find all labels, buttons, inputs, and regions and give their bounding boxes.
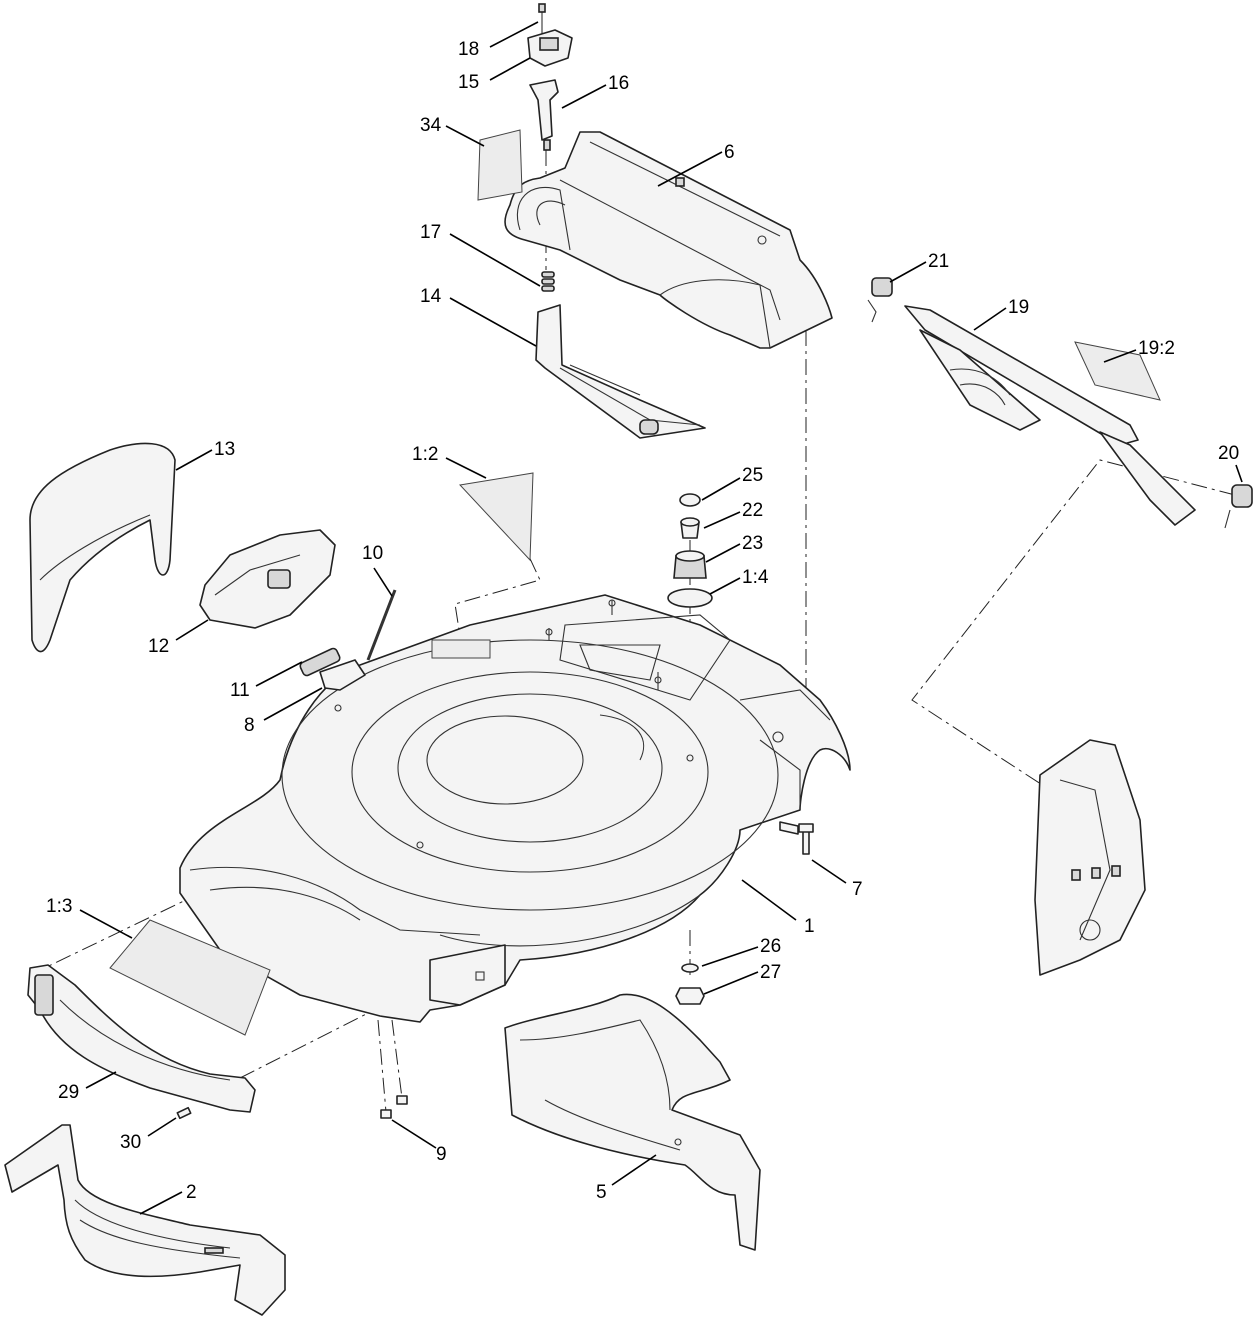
callout-19-2: 19:2 bbox=[1138, 338, 1175, 359]
washer-1-4 bbox=[667, 588, 713, 608]
rear-bumper-2 bbox=[4, 1124, 286, 1316]
callout-15: 15 bbox=[458, 72, 479, 93]
callout-1-3: 1:3 bbox=[46, 896, 72, 917]
bag-frame-detail bbox=[1034, 739, 1146, 976]
callout-1: 1 bbox=[804, 916, 815, 937]
mower-deck bbox=[179, 594, 851, 1023]
callout-8: 8 bbox=[244, 715, 255, 736]
gear-23 bbox=[673, 550, 707, 579]
callout-27: 27 bbox=[760, 962, 781, 983]
decal-34 bbox=[477, 129, 523, 201]
nut-27 bbox=[675, 987, 705, 1005]
callout-9: 9 bbox=[436, 1144, 447, 1165]
callout-11: 11 bbox=[230, 680, 250, 701]
bag-holder-14 bbox=[535, 304, 706, 439]
callout-23: 23 bbox=[742, 533, 763, 554]
callout-16: 16 bbox=[608, 73, 629, 94]
decal-1-3 bbox=[109, 919, 271, 1036]
callout-14: 14 bbox=[420, 286, 442, 307]
callout-20: 20 bbox=[1218, 443, 1239, 464]
washer-25 bbox=[679, 493, 701, 507]
callout-34: 34 bbox=[420, 115, 442, 136]
callout-labels: 18 15 16 34 6 17 14 21 19 19:2 20 13 1:2… bbox=[46, 39, 1239, 1203]
callout-13: 13 bbox=[214, 439, 235, 460]
decal-1-2 bbox=[458, 472, 534, 562]
callout-5: 5 bbox=[596, 1182, 607, 1203]
callout-6: 6 bbox=[724, 142, 735, 163]
bracket-12 bbox=[199, 529, 336, 629]
callout-12: 12 bbox=[148, 636, 169, 657]
front-bumper-29 bbox=[27, 964, 256, 1113]
callout-1-2: 1:2 bbox=[412, 444, 438, 465]
screw-9b bbox=[396, 1095, 408, 1105]
washer-26 bbox=[681, 963, 699, 973]
knob-assembly bbox=[527, 3, 573, 151]
spring-20 bbox=[1224, 484, 1253, 529]
callout-18: 18 bbox=[458, 39, 479, 60]
handle-bracket-19 bbox=[904, 305, 1196, 526]
spring-11 bbox=[299, 647, 341, 677]
callout-22: 22 bbox=[742, 500, 763, 521]
discharge-chute-5 bbox=[504, 993, 761, 1251]
callout-26: 26 bbox=[760, 936, 781, 957]
spring-17 bbox=[541, 271, 555, 292]
rod-10 bbox=[366, 589, 397, 661]
bushing-22 bbox=[680, 517, 700, 539]
callout-21: 21 bbox=[928, 251, 949, 272]
callout-7: 7 bbox=[852, 879, 863, 900]
screw-9a bbox=[380, 1109, 392, 1119]
callout-10: 10 bbox=[362, 543, 383, 564]
callout-30: 30 bbox=[120, 1132, 141, 1153]
callout-29: 29 bbox=[58, 1082, 79, 1103]
screw-30 bbox=[176, 1106, 192, 1120]
spring-21 bbox=[867, 277, 893, 323]
decal-19-2 bbox=[1074, 341, 1161, 401]
bracket-8 bbox=[319, 659, 366, 691]
callout-17: 17 bbox=[420, 222, 441, 243]
leader-lines bbox=[79, 21, 1243, 1215]
bolt-7 bbox=[779, 821, 814, 855]
callout-25: 25 bbox=[742, 465, 763, 486]
callout-2: 2 bbox=[186, 1182, 197, 1203]
side-cover-13 bbox=[29, 442, 176, 653]
callout-1-4: 1:4 bbox=[742, 567, 769, 588]
callout-19: 19 bbox=[1008, 297, 1029, 318]
